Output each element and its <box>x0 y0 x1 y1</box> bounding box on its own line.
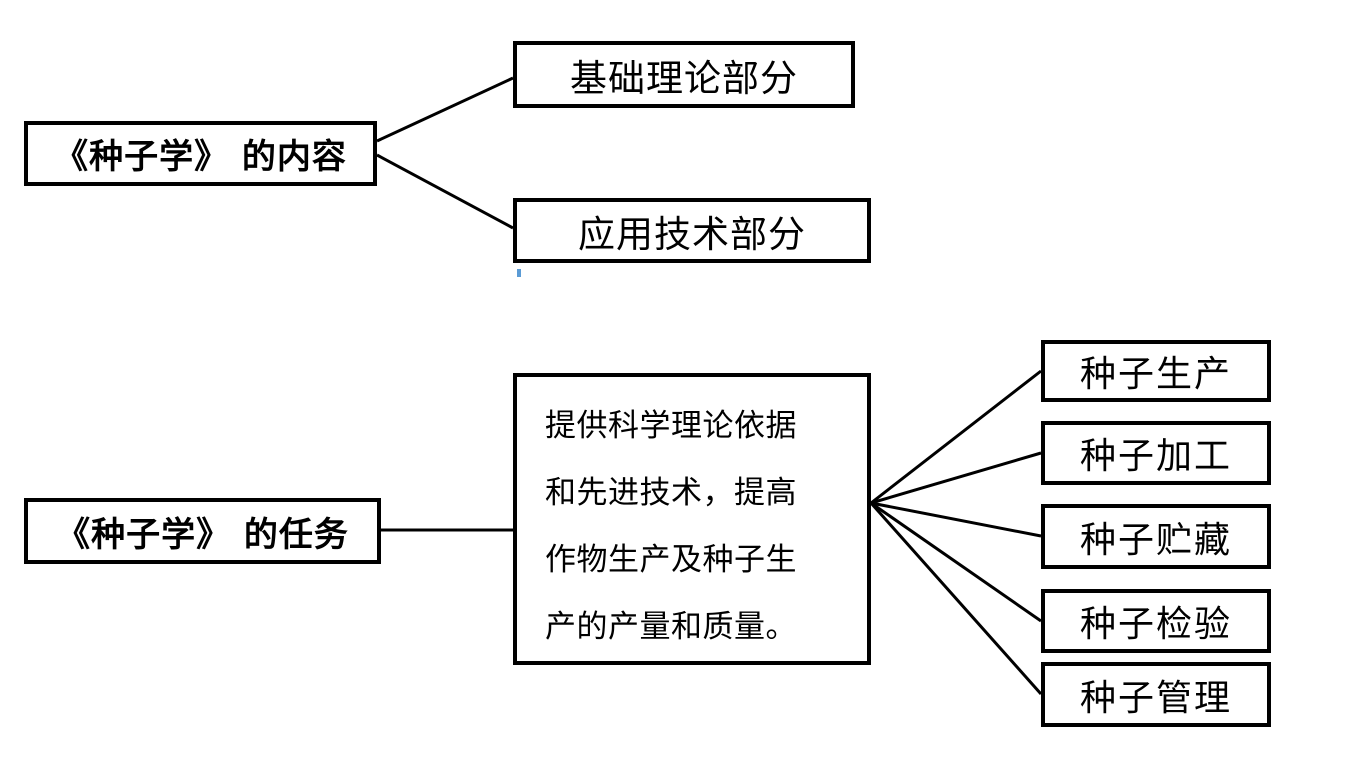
node-seed-production: 种子生产 <box>1041 340 1271 402</box>
node-seed-storage-label: 种子贮藏 <box>1079 519 1232 561</box>
node-seed-production-label: 种子生产 <box>1079 354 1232 395</box>
node-seed-inspection-label: 种子检验 <box>1079 604 1232 645</box>
node-applied-tech-label: 应用技术部分 <box>578 212 806 256</box>
connector-description-seed-management <box>869 502 1043 695</box>
connector-description-seed-processing <box>870 451 1042 505</box>
node-tasks-root: 《种子学》 的任务 <box>24 498 381 564</box>
node-seed-storage: 种子贮藏 <box>1041 504 1271 569</box>
node-seed-processing-label: 种子加工 <box>1079 436 1232 477</box>
node-seed-processing: 种子加工 <box>1041 421 1271 485</box>
node-contents-root: 《种子学》 的内容 <box>24 121 377 186</box>
node-contents-root-label: 《种子学》 的内容 <box>54 137 347 177</box>
node-basic-theory-label: 基础理论部分 <box>570 56 798 100</box>
connector-contents-applied-tech <box>376 153 514 230</box>
node-seed-management-label: 种子管理 <box>1079 677 1232 719</box>
node-basic-theory: 基础理论部分 <box>513 41 855 108</box>
node-applied-tech: 应用技术部分 <box>513 198 871 263</box>
connector-description-seed-inspection <box>870 501 1042 623</box>
connector-description-seed-production <box>870 369 1042 505</box>
node-task-description: 提供科学理论依据和先进技术，提高作物生产及种子生产的产量和质量。 <box>513 373 871 665</box>
connector-contents-basic-theory <box>376 76 514 143</box>
node-tasks-root-label: 《种子学》 的任务 <box>56 514 349 555</box>
node-seed-management: 种子管理 <box>1041 662 1271 727</box>
node-seed-inspection: 种子检验 <box>1041 589 1271 653</box>
connector-description-seed-storage <box>870 501 1042 538</box>
text-cursor-mark <box>517 269 521 277</box>
node-task-description-text: 提供科学理论依据和先进技术，提高作物生产及种子生产的产量和质量。 <box>545 408 797 645</box>
